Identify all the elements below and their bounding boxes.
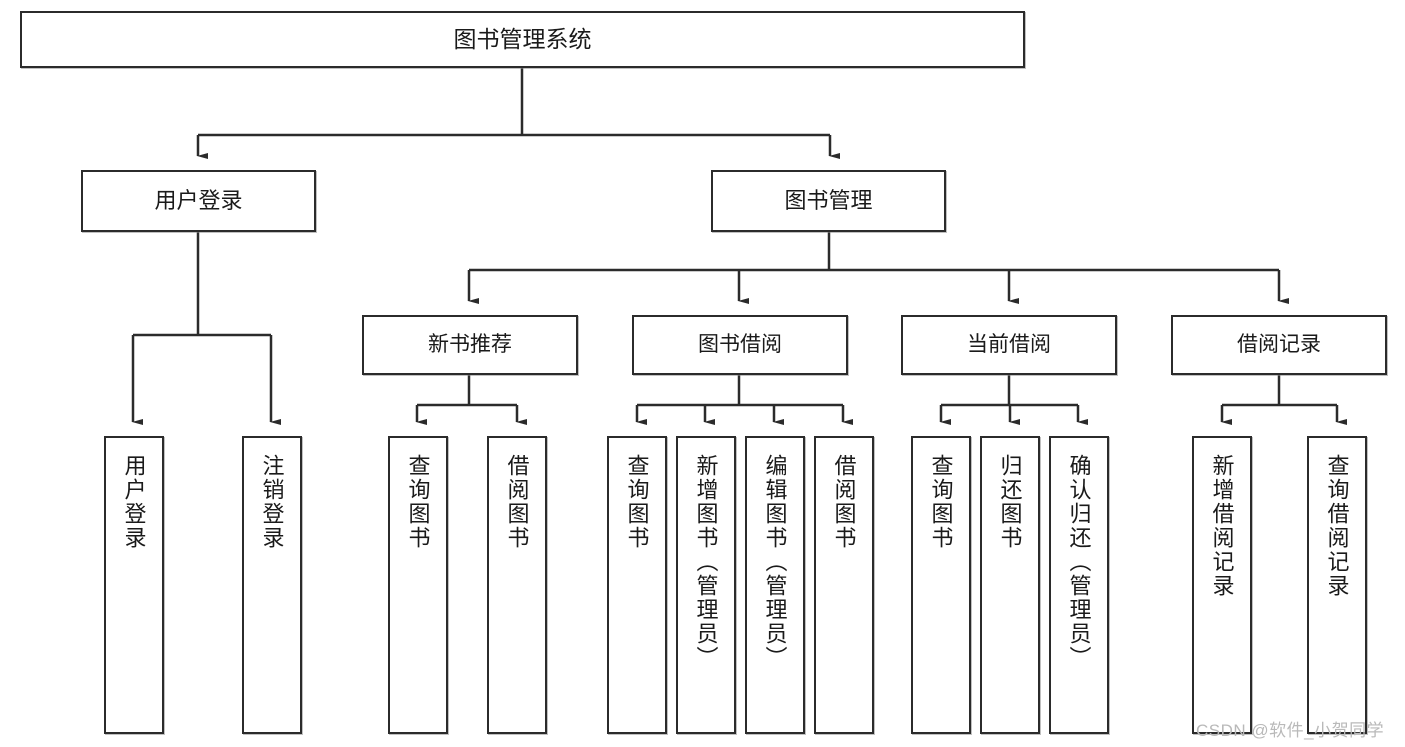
node-label: 归还图书	[997, 454, 1023, 550]
node-label: 图书借阅	[698, 332, 782, 356]
watermark: CSDN @软件_小贺同学	[1196, 721, 1385, 740]
node-label: 新增图书（管理员）	[693, 454, 719, 670]
leaf-borrow-book-recommend[interactable]: 借阅图书	[487, 436, 547, 734]
node-label: 借阅记录	[1237, 332, 1321, 356]
node-label: 图书管理系统	[453, 25, 592, 52]
leaf-add-borrow-record[interactable]: 新增借阅记录	[1192, 436, 1252, 734]
node-label: 当前借阅	[967, 332, 1051, 356]
node-label: 新增借阅记录	[1209, 454, 1235, 598]
leaf-user-login[interactable]: 用户登录	[104, 436, 164, 734]
node-label: 借阅图书	[504, 454, 530, 550]
node-borrow-record[interactable]: 借阅记录	[1171, 315, 1387, 375]
node-label: 查询图书	[405, 454, 431, 550]
leaf-confirm-return-admin[interactable]: 确认归还（管理员）	[1049, 436, 1109, 734]
node-user-login[interactable]: 用户登录	[81, 170, 316, 232]
node-label: 编辑图书（管理员）	[762, 454, 788, 670]
leaf-query-book-current[interactable]: 查询图书	[911, 436, 971, 734]
leaf-add-book-admin[interactable]: 新增图书（管理员）	[676, 436, 736, 734]
node-book-borrow[interactable]: 图书借阅	[632, 315, 848, 375]
leaf-logout[interactable]: 注销登录	[242, 436, 302, 734]
node-label: 用户登录	[121, 454, 147, 550]
node-current-borrow[interactable]: 当前借阅	[901, 315, 1117, 375]
leaf-query-borrow-record[interactable]: 查询借阅记录	[1307, 436, 1367, 734]
node-label: 图书管理	[784, 188, 873, 214]
node-book-management[interactable]: 图书管理	[711, 170, 946, 232]
node-new-book-recommend[interactable]: 新书推荐	[362, 315, 578, 375]
leaf-borrow-book[interactable]: 借阅图书	[814, 436, 874, 734]
node-label: 用户登录	[154, 188, 243, 214]
node-root-system[interactable]: 图书管理系统	[20, 11, 1025, 68]
leaf-query-book-recommend[interactable]: 查询图书	[388, 436, 448, 734]
node-label: 查询借阅记录	[1324, 454, 1350, 598]
node-label: 确认归还（管理员）	[1066, 454, 1092, 670]
node-label: 注销登录	[259, 454, 285, 550]
node-label: 借阅图书	[831, 454, 857, 550]
node-label: 查询图书	[928, 454, 954, 550]
leaf-query-book-borrow[interactable]: 查询图书	[607, 436, 667, 734]
node-label: 查询图书	[624, 454, 650, 550]
leaf-return-book[interactable]: 归还图书	[980, 436, 1040, 734]
node-label: 新书推荐	[428, 332, 512, 356]
leaf-edit-book-admin[interactable]: 编辑图书（管理员）	[745, 436, 805, 734]
